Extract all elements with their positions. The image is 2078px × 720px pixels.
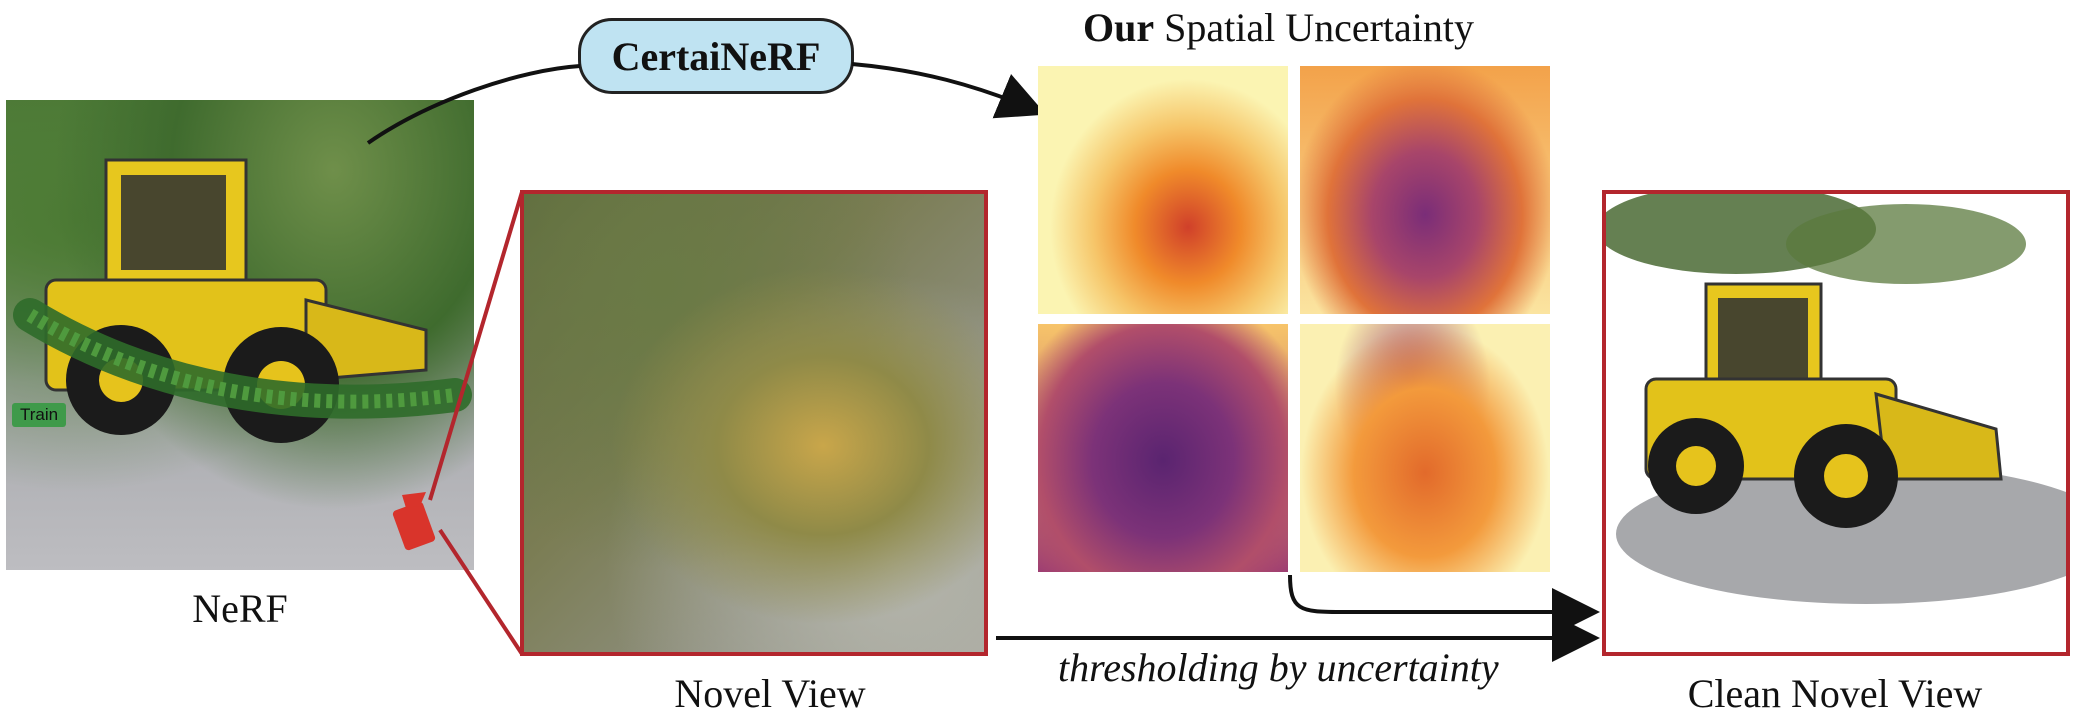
novel-view-caption: Novel View — [674, 671, 866, 716]
thresholding-caption: thresholding by uncertainty — [1058, 645, 1499, 690]
uncertainty-map-3 — [1038, 324, 1288, 572]
train-tag: Train — [12, 403, 67, 427]
clean-novel-view-image — [1602, 190, 2070, 656]
clean-novel-view-caption: Clean Novel View — [1687, 671, 1983, 716]
nerf-scene-image — [6, 100, 474, 570]
uncertainty-title-rest: Spatial Uncertainty — [1154, 5, 1475, 50]
uncertainty-map-1 — [1038, 66, 1288, 314]
novel-view-image — [520, 190, 988, 656]
certainerf-method-label: CertaiNeRF — [578, 18, 854, 94]
uncertainty-title: Our Spatial Uncertainty — [1083, 4, 1474, 51]
uncertainty-map-2 — [1300, 66, 1550, 314]
clean-loader-illustration — [1606, 194, 2066, 604]
nerf-caption: NeRF — [192, 586, 288, 631]
uncertainty-map-4 — [1300, 324, 1550, 572]
uncertainty-title-bold: Our — [1083, 5, 1155, 50]
